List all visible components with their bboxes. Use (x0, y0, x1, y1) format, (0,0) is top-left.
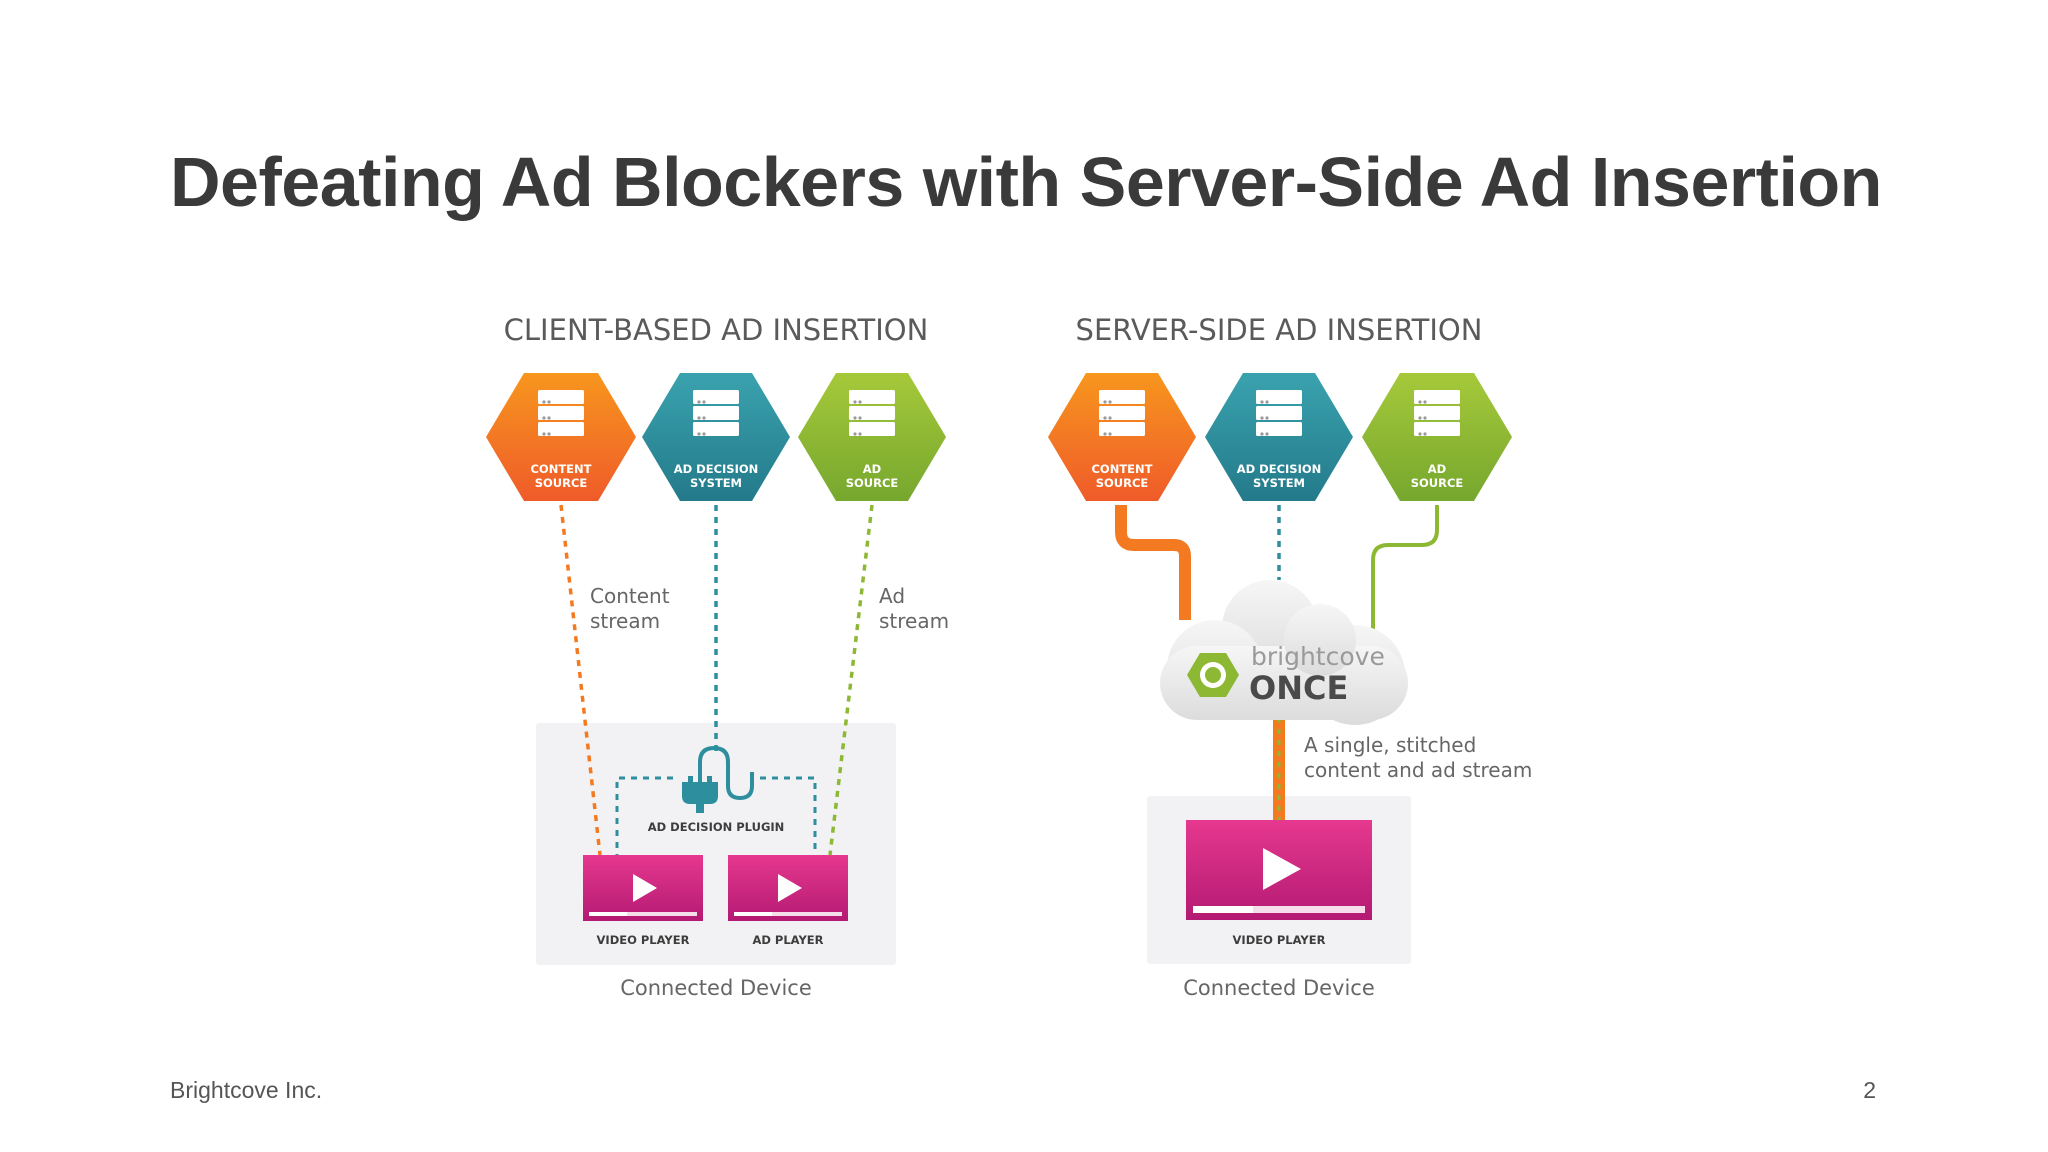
client-ad-player (728, 855, 848, 921)
client-heading: CLIENT-BASED AD INSERTION (504, 313, 929, 347)
server-connected-device-label: Connected Device (1183, 976, 1375, 1000)
footer-company: Brightcove Inc. (170, 1077, 323, 1103)
client-ad-stream-line (828, 504, 874, 856)
svg-text:SOURCE: SOURCE (1411, 476, 1464, 490)
brightcove-logo-icon (1187, 653, 1239, 697)
server-content-source-hex: CONTENT SOURCE (1048, 373, 1196, 501)
server-heading: SERVER-SIDE AD INSERTION (1076, 313, 1483, 347)
svg-text:AD DECISION: AD DECISION (674, 462, 759, 476)
svg-text:SOURCE: SOURCE (535, 476, 588, 490)
server-icon (1414, 390, 1460, 436)
ad-decision-plugin-label: AD DECISION PLUGIN (648, 820, 785, 834)
play-icon (633, 874, 657, 902)
svg-text:SOURCE: SOURCE (1096, 476, 1149, 490)
stitched-note-2: content and ad stream (1304, 758, 1532, 782)
content-stream-label-1: Content (590, 584, 670, 608)
ad-stream-label-1: Ad (879, 584, 905, 608)
client-video-player-label: VIDEO PLAYER (597, 933, 690, 947)
server-video-player-label: VIDEO PLAYER (1233, 933, 1326, 947)
server-ad-source-hex: AD SOURCE (1362, 373, 1512, 501)
slide-title: Defeating Ad Blockers with Server-Side A… (170, 143, 1882, 221)
svg-text:AD: AD (863, 462, 881, 476)
svg-text:AD: AD (1428, 462, 1446, 476)
server-ad-line (1371, 505, 1439, 630)
svg-text:CONTENT: CONTENT (1091, 462, 1152, 476)
server-icon (1256, 390, 1302, 436)
client-connected-device-label: Connected Device (620, 976, 812, 1000)
stitched-note-1: A single, stitched (1304, 733, 1476, 757)
play-icon (1263, 848, 1301, 890)
stitched-stream-line (1273, 718, 1285, 820)
server-icon (849, 390, 895, 436)
client-video-player (583, 855, 703, 921)
server-icon (538, 390, 584, 436)
content-stream-label-2: stream (590, 609, 660, 633)
server-icon (693, 390, 739, 436)
once-brand: brightcove (1251, 642, 1385, 671)
client-content-stream-line (559, 504, 602, 856)
once-product: ONCE (1249, 669, 1348, 707)
client-ad-source-hex: AD SOURCE (798, 373, 946, 501)
server-video-player (1186, 820, 1372, 920)
page-number: 2 (1863, 1077, 1876, 1103)
server-ad-decision-system-hex: AD DECISION SYSTEM (1205, 373, 1353, 501)
svg-text:AD DECISION: AD DECISION (1237, 462, 1322, 476)
server-icon (1099, 390, 1145, 436)
client-ad-player-label: AD PLAYER (752, 933, 823, 947)
plug-icon (682, 745, 754, 813)
server-content-line (1115, 505, 1191, 620)
client-ad-decision-system-hex: AD DECISION SYSTEM (642, 373, 790, 501)
svg-text:SYSTEM: SYSTEM (1253, 476, 1305, 490)
svg-text:CONTENT: CONTENT (530, 462, 591, 476)
play-icon (778, 874, 802, 902)
svg-text:SYSTEM: SYSTEM (690, 476, 742, 490)
client-content-source-hex: CONTENT SOURCE (486, 373, 636, 501)
ad-stream-label-2: stream (879, 609, 949, 633)
svg-text:SOURCE: SOURCE (846, 476, 899, 490)
